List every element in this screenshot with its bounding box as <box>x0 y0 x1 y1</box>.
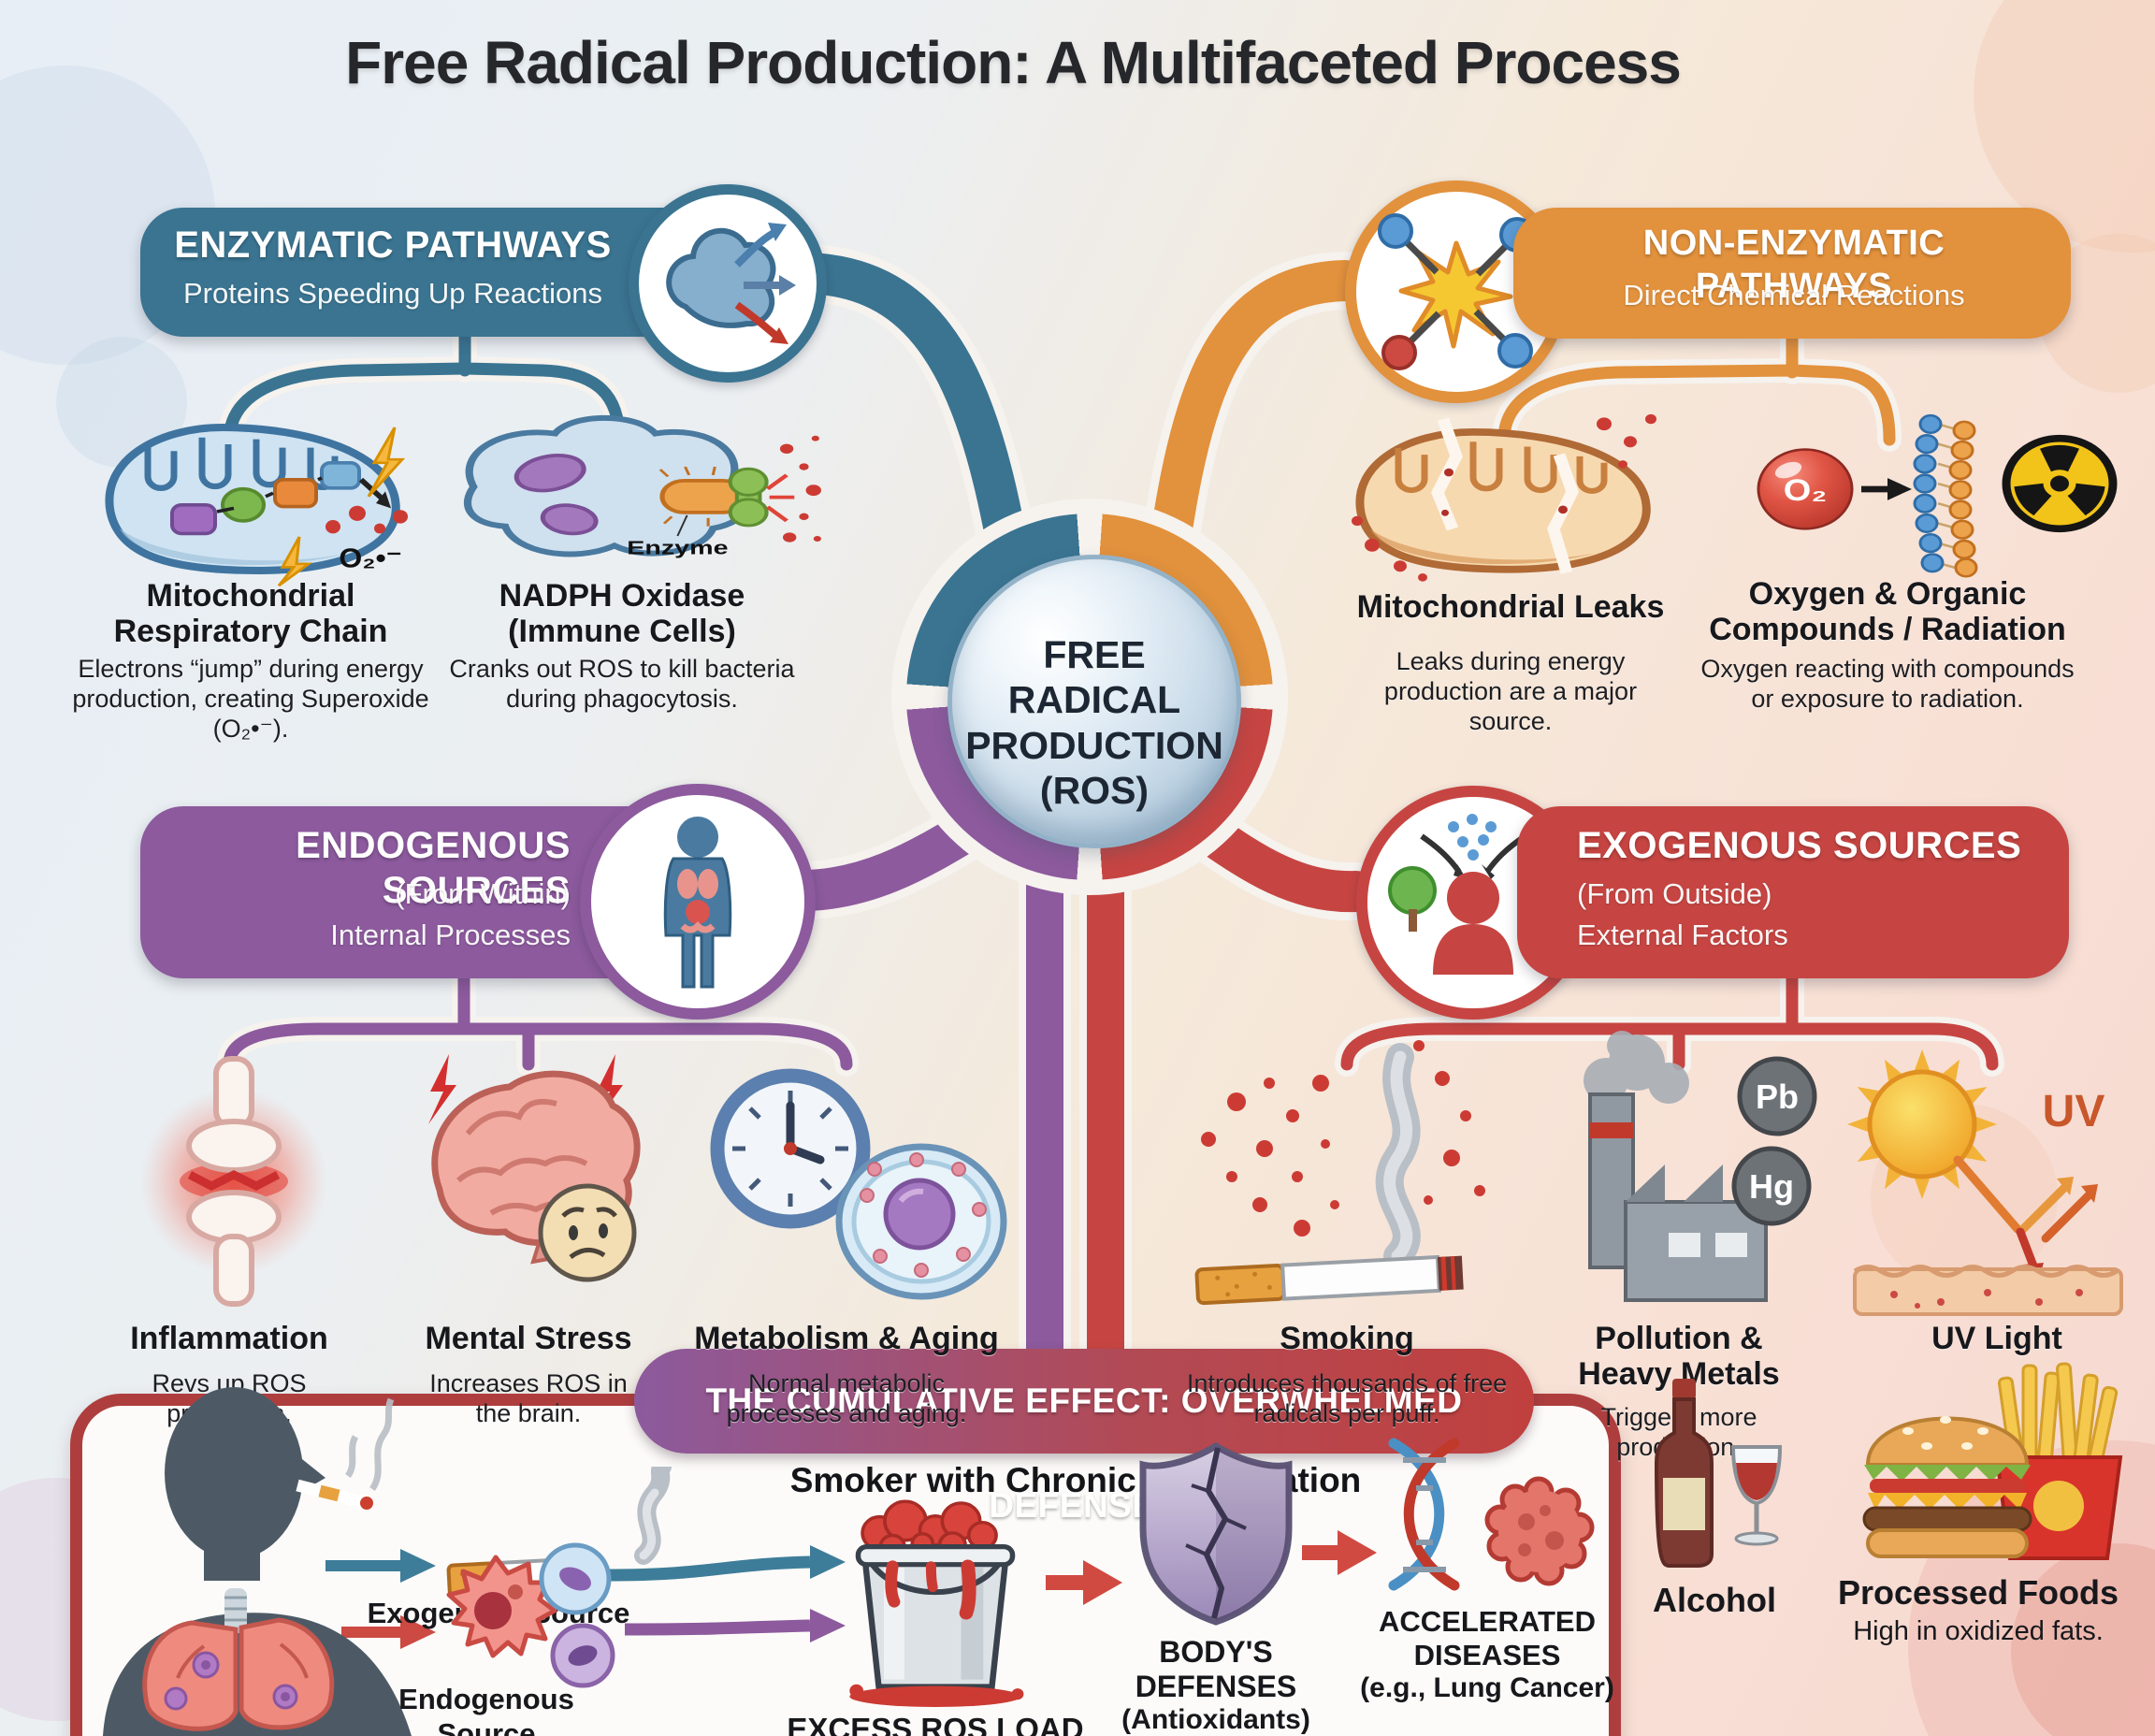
smoker-silhouette <box>103 1387 412 1736</box>
scenario-title: Smoker with Chronic Inflammation <box>789 1461 1362 1499</box>
inflammation-joint-icon <box>140 1056 327 1307</box>
cloud-arrows-icon <box>666 223 796 344</box>
endogenous-source-label: Endogenous Source <box>398 1683 574 1736</box>
oxygen-radiation-icon: O₂ <box>1757 413 2118 578</box>
mitochondrion-leak-icon <box>1352 413 1656 582</box>
pollution-factory-icon: Pb Hg <box>1584 1031 1817 1302</box>
uv-label: UV <box>2043 1087 2105 1136</box>
human-body-icon <box>663 817 732 989</box>
lead-badge: Pb <box>1756 1078 1799 1116</box>
item-oxygen-radiation-title: Oxygen & Organic Compounds / Radiation <box>1709 576 2066 648</box>
ros-line2: PRODUCTION <box>965 723 1223 767</box>
item-uv-title: UV Light <box>1931 1321 2062 1356</box>
metabolism-aging-icon <box>710 1068 1007 1300</box>
item-oxygen-radiation-desc: Oxygen reacting with compounds or exposu… <box>1700 655 2075 713</box>
item-nadph-desc: Cranks out ROS to kill bacteria during p… <box>449 655 795 713</box>
item-metabolism-desc: Normal metabolic processes and aging. <box>726 1369 967 1427</box>
exogenous-subtitle2: External Factors <box>1577 919 1788 951</box>
excess-ros-bucket-icon <box>849 1499 1024 1707</box>
non-enzymatic-subtitle: Direct Chemical Reactions <box>1623 279 1965 311</box>
smoking-icon <box>1194 1040 1485 1306</box>
body-defenses-shield-icon <box>1139 1441 1293 1626</box>
ros-line3: (ROS) <box>1039 769 1150 813</box>
mercury-badge: Hg <box>1749 1167 1794 1206</box>
endogenous-subtitle2: Internal Processes <box>330 919 571 951</box>
processed-foods-desc: High in oxidized fats. <box>1853 1616 2104 1646</box>
item-mito-respiratory-desc: Electrons “jump” during energy productio… <box>72 655 429 743</box>
ros-sphere-text: FREE RADICAL PRODUCTION (ROS) <box>952 632 1237 814</box>
excess-ros-label: EXCESS ROS LOAD <box>787 1712 1084 1736</box>
uv-light-icon: UV <box>1847 1049 2123 1316</box>
nadph-oxidase-icon: Enzyme <box>463 415 821 558</box>
endogenous-badge <box>580 784 816 1020</box>
item-smoking-desc: Introduces thousands of free radicals pe… <box>1186 1369 1508 1427</box>
item-nadph-title: NADPH Oxidase (Immune Cells) <box>499 578 745 650</box>
item-mental-stress-desc: Increases ROS in the brain. <box>429 1369 628 1427</box>
item-mito-respiratory-title: Mitochondrial Respiratory Chain <box>113 578 388 650</box>
enzymatic-badge <box>629 184 827 383</box>
ros-sphere: FREE RADICAL PRODUCTION (ROS) <box>947 555 1241 848</box>
flow-arrows <box>325 1530 1377 1649</box>
page-title: Free Radical Production: A Multifaceted … <box>345 29 1682 96</box>
processed-foods-label: Processed Foods <box>1837 1573 2119 1612</box>
mental-stress-brain-icon <box>428 1054 641 1282</box>
endogenous-title: ENDOGENOUS SOURCES <box>296 825 571 911</box>
accelerated-diseases-label: ACCELERATED DISEASES (e.g., Lung Cancer) <box>1360 1605 1614 1703</box>
mitochondrion-blue-icon: O₂•⁻ <box>105 423 408 587</box>
item-mental-stress-title: Mental Stress <box>425 1321 632 1356</box>
item-mito-leaks-title: Mitochondrial Leaks <box>1356 589 1665 625</box>
exogenous-title: EXOGENOUS SOURCES <box>1577 825 2022 866</box>
endogenous-subtitle1: (From Within) <box>395 877 571 910</box>
enzymatic-subtitle: Proteins Speeding Up Reactions <box>182 277 603 310</box>
alcohol-label: Alcohol <box>1653 1581 1776 1619</box>
item-mito-leaks-desc: Leaks during energy production are a maj… <box>1383 647 1638 735</box>
exogenous-header: EXOGENOUS SOURCES (From Outside) Externa… <box>1517 806 2069 978</box>
ros-line1: FREE RADICAL <box>1007 633 1181 722</box>
endogenous-cells-icon <box>446 1542 615 1688</box>
non-enzymatic-title: NON-ENZYMATIC PATHWAYS <box>1642 224 1945 306</box>
item-metabolism-title: Metabolism & Aging <box>694 1321 999 1356</box>
o2-label: O₂ <box>1784 473 1827 507</box>
body-defenses-label: BODY'S DEFENSES (Antioxidants) <box>1121 1635 1310 1736</box>
endogenous-header: ENDOGENOUS SOURCES (From Within) Interna… <box>140 806 788 978</box>
item-smoking-title: Smoking <box>1280 1321 1414 1356</box>
exogenous-subtitle1: (From Outside) <box>1577 877 1772 910</box>
enzymatic-title: ENZYMATIC PATHWAYS <box>174 224 612 266</box>
item-inflammation-title: Inflammation <box>130 1321 328 1356</box>
processed-foods-icon <box>1862 1362 2123 1560</box>
non-enzymatic-header: NON-ENZYMATIC PATHWAYS Direct Chemical R… <box>1513 208 2071 339</box>
dna-tumor-icon <box>1388 1438 1595 1591</box>
alcohol-icon <box>1654 1379 1783 1568</box>
enzyme-label: Enzyme <box>627 537 728 558</box>
superoxide-label: O₂•⁻ <box>339 543 401 573</box>
